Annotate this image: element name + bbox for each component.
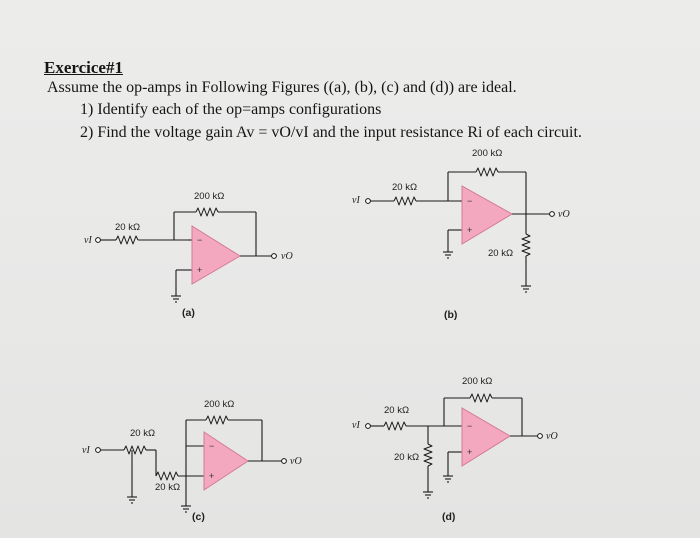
resistor-d-input bbox=[383, 421, 407, 431]
op-amp-b bbox=[461, 185, 513, 245]
resistor-a-feedback-label: 200 kΩ bbox=[194, 191, 224, 202]
circuit-a: vI 20 kΩ 200 kΩ − + vO (a) bbox=[84, 191, 293, 319]
op-amp-d-minus: − bbox=[467, 421, 472, 431]
figure-label-b: (b) bbox=[444, 309, 457, 321]
op-amp-a-plus: + bbox=[197, 265, 202, 275]
op-amp-b-plus: + bbox=[467, 225, 472, 235]
resistor-c-input bbox=[123, 445, 147, 455]
input-label-d: vI bbox=[352, 420, 360, 431]
resistor-a-feedback bbox=[195, 207, 219, 217]
resistor-d-feedback-label: 200 kΩ bbox=[462, 376, 492, 387]
input-label-b: vI bbox=[352, 195, 360, 206]
exercise-intro: Assume the op-amps in Following Figures … bbox=[47, 79, 517, 96]
resistor-d-shunt bbox=[423, 443, 433, 467]
circuit-c: vI 20 kΩ 20 kΩ 200 kΩ − + bbox=[82, 399, 302, 523]
exercise-heading: Exercice#1 bbox=[44, 58, 123, 77]
output-label-a: vO bbox=[281, 251, 293, 262]
output-label-b: vO bbox=[558, 209, 570, 220]
op-amp-d-plus: + bbox=[467, 447, 472, 457]
op-amp-a-minus: − bbox=[197, 235, 202, 245]
figure-label-c: (c) bbox=[192, 511, 205, 523]
circuit-b: vI 20 kΩ 200 kΩ − + vO 20 kΩ bbox=[352, 148, 570, 321]
resistor-c-input-label: 20 kΩ bbox=[130, 428, 155, 439]
question-1: 1) Identify each of the op=amps configur… bbox=[80, 101, 382, 118]
output-label-d: vO bbox=[546, 431, 558, 442]
op-amp-c-plus: + bbox=[209, 471, 214, 481]
figure-label-d: (d) bbox=[442, 511, 455, 523]
resistor-d-shunt-label: 20 kΩ bbox=[394, 452, 419, 463]
resistor-d-input-label: 20 kΩ bbox=[384, 405, 409, 416]
resistor-b-feedback-label: 200 kΩ bbox=[472, 148, 502, 159]
op-amp-d bbox=[461, 407, 511, 467]
resistor-b-input-label: 20 kΩ bbox=[392, 182, 417, 193]
figure-label-a: (a) bbox=[182, 307, 195, 319]
resistor-d-feedback bbox=[469, 393, 493, 403]
resistor-c-feedback bbox=[205, 415, 229, 425]
question-2: 2) Find the voltage gain Av = vO/vI and … bbox=[80, 124, 582, 141]
resistor-c-feedback-label: 200 kΩ bbox=[204, 399, 234, 410]
output-label-c: vO bbox=[290, 456, 302, 467]
resistor-b-input bbox=[393, 196, 417, 206]
resistor-b-load bbox=[521, 233, 531, 257]
circuit-d: vI 20 kΩ 20 kΩ 200 kΩ − + vO bbox=[352, 376, 558, 523]
resistor-b-feedback bbox=[475, 167, 499, 177]
input-label-c: vI bbox=[82, 445, 90, 456]
resistor-b-load-label: 20 kΩ bbox=[488, 248, 513, 259]
resistor-c-series bbox=[155, 471, 179, 481]
resistor-a-input bbox=[115, 235, 139, 245]
op-amp-c bbox=[203, 431, 249, 491]
op-amp-a bbox=[191, 225, 241, 285]
resistor-a-input-label: 20 kΩ bbox=[115, 222, 140, 233]
resistor-c-series-label: 20 kΩ bbox=[155, 482, 180, 493]
op-amp-b-minus: − bbox=[467, 196, 472, 206]
op-amp-c-minus: − bbox=[209, 441, 214, 451]
input-label-a: vI bbox=[84, 235, 92, 246]
